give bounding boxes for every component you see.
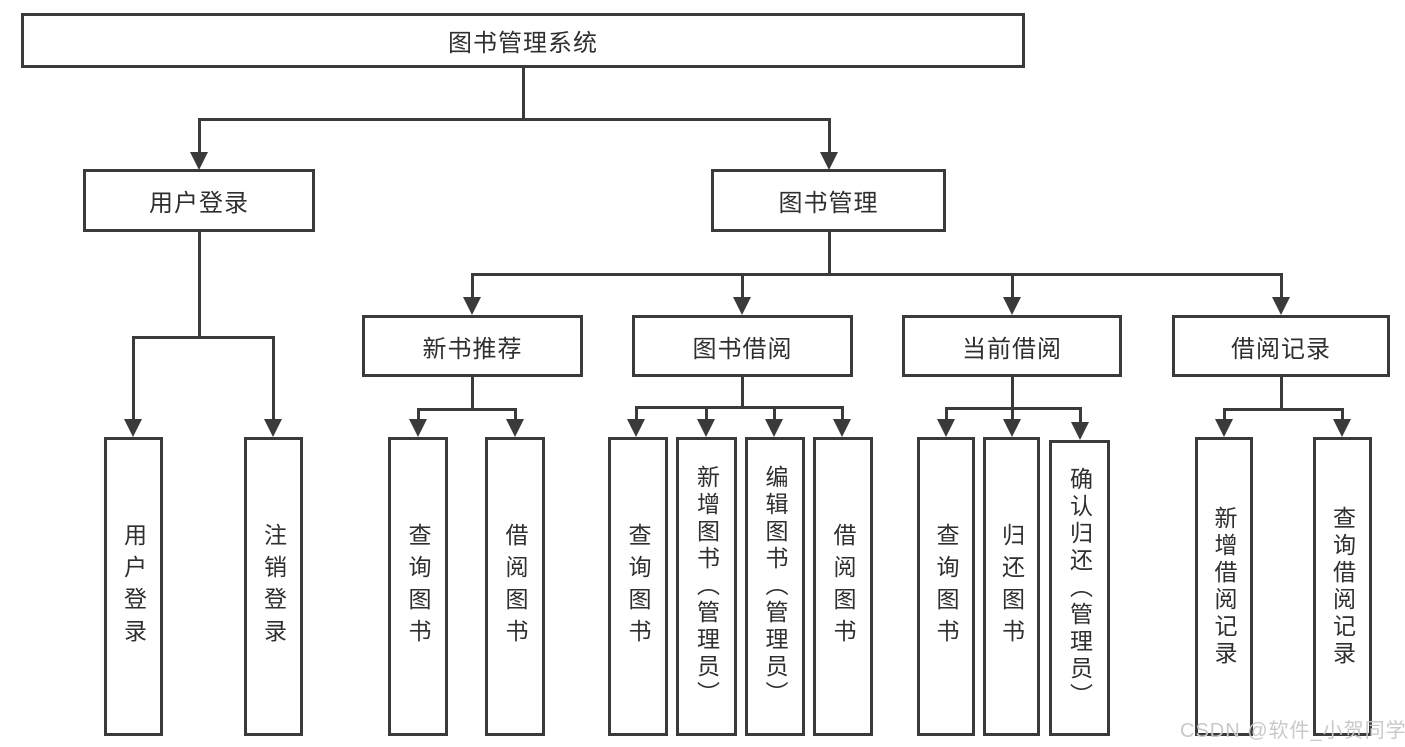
arrow-down-icon xyxy=(697,419,715,437)
arrow-down-icon xyxy=(833,419,851,437)
leaf-borrow-book: 借阅图书 xyxy=(485,437,545,736)
arrow-down-icon xyxy=(463,297,481,315)
connector-line xyxy=(470,377,474,408)
arrow-down-icon xyxy=(264,419,282,437)
node-label: 新增借阅记录 xyxy=(1211,505,1237,668)
connector-line xyxy=(1279,273,1283,298)
node-new-book-recommend: 新书推荐 xyxy=(362,315,583,377)
leaf-edit-book-admin: 编辑图书（管理员） xyxy=(745,437,805,736)
connector-line xyxy=(772,406,776,420)
node-book-borrow: 图书借阅 xyxy=(632,315,853,377)
arrow-down-icon xyxy=(1215,419,1233,437)
connector-line xyxy=(1010,377,1014,407)
node-label: 当前借阅 xyxy=(962,335,1062,363)
connector-line xyxy=(1078,407,1082,423)
node-current-borrow: 当前借阅 xyxy=(902,315,1122,377)
leaf-query-book: 查询图书 xyxy=(917,437,975,736)
leaf-query-book: 查询图书 xyxy=(608,437,668,736)
leaf-borrow-book: 借阅图书 xyxy=(813,437,873,736)
node-user-login: 用户登录 xyxy=(83,169,315,232)
connector-line xyxy=(416,408,420,420)
leaf-add-book-admin: 新增图书（管理员） xyxy=(676,437,737,736)
arrow-down-icon xyxy=(627,419,645,437)
node-label: 图书管理系统 xyxy=(448,30,598,57)
node-label: 查询图书 xyxy=(933,522,959,651)
arrow-down-icon xyxy=(1003,419,1021,437)
arrow-down-icon xyxy=(937,419,955,437)
arrow-down-icon xyxy=(1003,297,1021,315)
node-book-management: 图书管理 xyxy=(711,169,946,232)
node-label: 用户登录 xyxy=(149,190,249,217)
arrow-down-icon xyxy=(409,419,427,437)
csdn-watermark: CSDN @软件_小贺同学 xyxy=(1180,720,1405,742)
leaf-add-borrow-record: 新增借阅记录 xyxy=(1195,437,1253,736)
connector-line xyxy=(704,406,708,420)
connector-line xyxy=(197,118,201,153)
node-library-management-system: 图书管理系统 xyxy=(21,13,1025,68)
node-label: 新增图书（管理员） xyxy=(693,465,720,708)
connector-line xyxy=(1222,408,1344,411)
connector-line xyxy=(271,336,275,420)
connector-line xyxy=(1010,407,1014,420)
connector-line xyxy=(470,273,1283,276)
connector-line xyxy=(634,406,638,420)
node-label: 编辑图书（管理员） xyxy=(762,465,788,708)
node-label: 借阅图书 xyxy=(830,522,856,651)
connector-line xyxy=(827,232,831,273)
connector-line xyxy=(740,273,744,298)
leaf-return-book: 归还图书 xyxy=(983,437,1040,736)
leaf-query-book: 查询图书 xyxy=(388,437,448,736)
arrow-down-icon xyxy=(1272,297,1290,315)
node-label: 借阅记录 xyxy=(1231,335,1331,363)
connector-line xyxy=(197,232,201,336)
connector-line xyxy=(827,118,831,153)
connector-line xyxy=(634,406,844,409)
connector-line xyxy=(840,406,844,420)
connector-line xyxy=(197,118,831,121)
arrow-down-icon xyxy=(765,419,783,437)
node-label: 用户登录 xyxy=(120,522,147,651)
leaf-confirm-return-admin: 确认归还（管理员） xyxy=(1049,440,1110,736)
node-label: 查询图书 xyxy=(405,522,431,651)
arrow-down-icon xyxy=(1333,419,1351,437)
connector-line xyxy=(1222,408,1226,420)
node-label: 新书推荐 xyxy=(422,335,523,363)
node-label: 借阅图书 xyxy=(502,522,528,651)
node-label: 注销登录 xyxy=(260,522,287,651)
node-label: 确认归还（管理员） xyxy=(1066,466,1093,710)
arrow-down-icon xyxy=(124,419,142,437)
connector-line xyxy=(1279,377,1283,408)
connector-line xyxy=(1010,273,1014,298)
node-label: 图书借阅 xyxy=(692,335,793,363)
connector-line xyxy=(131,336,135,420)
arrow-down-icon xyxy=(506,419,524,437)
leaf-logout: 注销登录 xyxy=(244,437,303,736)
node-borrow-record: 借阅记录 xyxy=(1172,315,1390,377)
connector-line xyxy=(521,68,525,118)
arrow-down-icon xyxy=(820,152,838,170)
arrow-down-icon xyxy=(190,152,208,170)
connector-line xyxy=(1340,408,1344,420)
connector-line xyxy=(944,407,948,420)
connector-line xyxy=(513,408,517,420)
leaf-user-login: 用户登录 xyxy=(104,437,163,736)
leaf-query-borrow-record: 查询借阅记录 xyxy=(1313,437,1372,736)
node-label: 归还图书 xyxy=(998,522,1025,651)
node-label: 图书管理 xyxy=(778,190,879,217)
node-label: 查询借阅记录 xyxy=(1329,505,1356,668)
connector-line xyxy=(740,377,744,406)
arrow-down-icon xyxy=(1071,422,1089,440)
arrow-down-icon xyxy=(733,297,751,315)
connector-line xyxy=(131,336,275,339)
connector-line xyxy=(470,273,474,298)
node-label: 查询图书 xyxy=(625,522,651,651)
connector-line xyxy=(416,408,517,411)
